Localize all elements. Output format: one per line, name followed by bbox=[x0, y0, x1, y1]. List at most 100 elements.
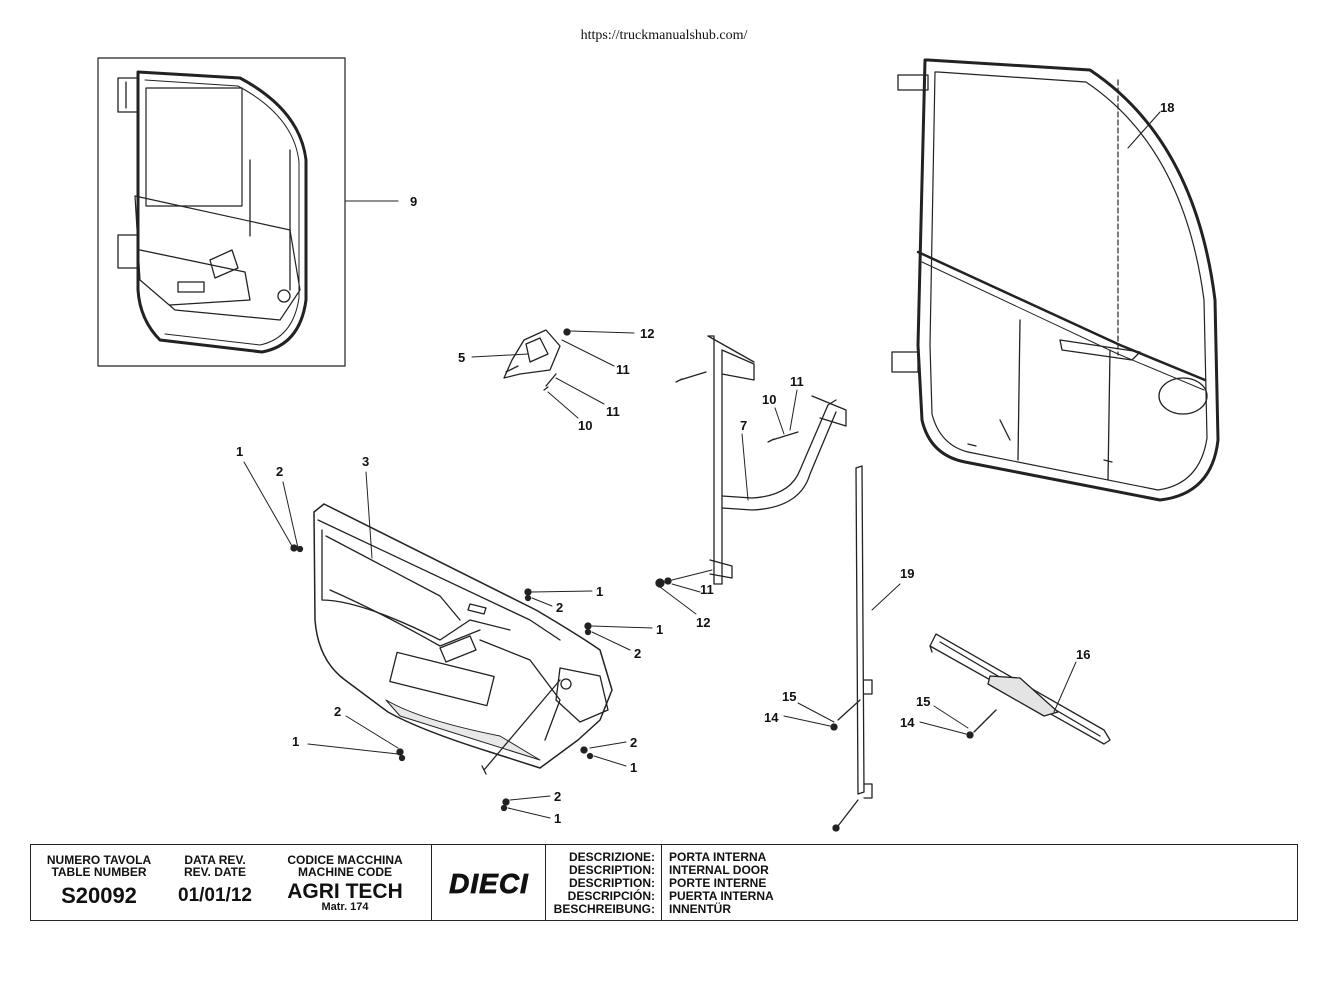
description-label-es: DESCRIPCIÓN: bbox=[567, 889, 655, 903]
callout-2a: 2 bbox=[276, 464, 283, 479]
leader-5 bbox=[471, 353, 529, 358]
callout-11c: 11 bbox=[790, 374, 804, 389]
leader-11d-b bbox=[671, 583, 701, 593]
inset-frame bbox=[97, 57, 346, 367]
callout-5: 5 bbox=[458, 350, 465, 365]
door-frame-18 bbox=[891, 58, 1220, 502]
lower-rail-16 bbox=[929, 633, 1111, 745]
leader-11b bbox=[555, 377, 605, 405]
leader-2a bbox=[282, 481, 299, 549]
callout-15a: 15 bbox=[782, 689, 796, 704]
leader-2c bbox=[591, 631, 631, 651]
callout-1d: 1 bbox=[292, 734, 299, 749]
callout-15b: 15 bbox=[916, 694, 930, 709]
leader-10a bbox=[547, 391, 579, 419]
description-label-en: DESCRIPTION: bbox=[568, 863, 655, 877]
assembled-door-illustration bbox=[117, 70, 308, 354]
callout-12b: 12 bbox=[696, 615, 710, 630]
inner-door-panel-3 bbox=[313, 503, 613, 769]
description-label-de: BESCHREIBUNG: bbox=[553, 902, 655, 916]
callout-10a: 10 bbox=[578, 418, 592, 433]
leader-12a bbox=[569, 330, 635, 334]
bracket-5 bbox=[503, 328, 571, 391]
leader-11c bbox=[789, 389, 798, 431]
rev-date-label-it: DATA REV. bbox=[184, 853, 246, 867]
callout-16: 16 bbox=[1076, 647, 1090, 662]
matr-number: Matr. 174 bbox=[321, 901, 369, 913]
callout-1f: 1 bbox=[554, 811, 561, 826]
leader-1c bbox=[591, 625, 653, 629]
leader-11d bbox=[671, 569, 713, 581]
description-value-es: PUERTA INTERNA bbox=[669, 889, 774, 903]
leader-7 bbox=[741, 433, 749, 501]
callout-14b: 14 bbox=[900, 715, 915, 730]
callout-1a: 1 bbox=[236, 444, 243, 459]
source-url: https://truckmanualshub.com/ bbox=[580, 28, 748, 43]
callout-11b: 11 bbox=[606, 404, 620, 419]
description-values: PORTA INTERNA INTERNAL DOOR PORTE INTERN… bbox=[669, 851, 969, 916]
table-number-cell: NUMERO TAVOLA TABLE NUMBER S20092 bbox=[31, 845, 167, 920]
leader-1f bbox=[507, 807, 551, 819]
leader-3 bbox=[365, 471, 373, 559]
description-value-it: PORTA INTERNA bbox=[669, 850, 767, 864]
rev-date-cell: DATA REV. REV. DATE 01/01/12 bbox=[167, 845, 263, 920]
leader-10b bbox=[774, 407, 785, 435]
leader-19 bbox=[871, 583, 901, 611]
callout-18: 18 bbox=[1160, 100, 1174, 115]
leader-2b bbox=[531, 597, 553, 607]
description-value-en: INTERNAL DOOR bbox=[669, 863, 769, 877]
callout-14a: 14 bbox=[764, 710, 779, 725]
leader-12b bbox=[659, 586, 697, 615]
description-label-fr: DESCRIPTION: bbox=[568, 876, 655, 890]
callout-9: 9 bbox=[410, 194, 417, 209]
leader-1e bbox=[593, 755, 627, 767]
callout-3: 3 bbox=[362, 454, 369, 469]
title-divider-2 bbox=[545, 845, 546, 920]
machine-code-cell: CODICE MACCHINA MACHINE CODE AGRI TECH M… bbox=[263, 845, 427, 920]
callout-11a: 11 bbox=[616, 362, 630, 377]
rev-date-label-en: REV. DATE bbox=[183, 865, 246, 879]
title-divider-1 bbox=[431, 845, 432, 920]
description-labels: DESCRIZIONE: DESCRIPTION: DESCRIPTION: D… bbox=[547, 851, 655, 916]
exploded-parts-diagram: 9 18 12 5 11 11 10 10 11 7 1 2 3 1 2 1 2… bbox=[97, 57, 1220, 832]
callout-2f: 2 bbox=[554, 789, 561, 804]
leader-15b bbox=[933, 705, 969, 729]
table-number-label-it: NUMERO TAVOLA bbox=[46, 853, 152, 867]
callout-2c: 2 bbox=[634, 646, 641, 661]
leader-11a bbox=[561, 339, 615, 367]
callout-1c: 1 bbox=[656, 622, 663, 637]
callout-1b: 1 bbox=[596, 584, 603, 599]
leader-1b bbox=[531, 590, 593, 593]
callout-11d: 11 bbox=[700, 582, 714, 597]
callout-12a: 12 bbox=[640, 326, 654, 341]
leader-1a bbox=[243, 461, 293, 547]
rev-date: 01/01/12 bbox=[178, 885, 252, 906]
description-value-fr: PORTE INTERNE bbox=[669, 876, 767, 890]
leader-14a bbox=[783, 715, 831, 727]
table-number-label-en: TABLE NUMBER bbox=[51, 865, 147, 879]
machine-code-label-en: MACHINE CODE bbox=[297, 865, 392, 879]
callout-19: 19 bbox=[900, 566, 914, 581]
dieci-logo: DIECI bbox=[449, 868, 529, 899]
rail-19 bbox=[830, 465, 873, 832]
callout-2e: 2 bbox=[630, 735, 637, 750]
callout-7: 7 bbox=[740, 418, 747, 433]
description-label-it: DESCRIZIONE: bbox=[568, 850, 655, 864]
leader-2e bbox=[589, 741, 627, 749]
title-divider-3 bbox=[661, 845, 662, 920]
title-block: NUMERO TAVOLA TABLE NUMBER S20092 DATA R… bbox=[30, 844, 1298, 921]
leader-18 bbox=[1127, 111, 1161, 149]
description-value-de: INNENTÜR bbox=[669, 902, 731, 916]
callout-10b: 10 bbox=[762, 392, 776, 407]
dieci-logo-text: DIECI bbox=[449, 868, 529, 899]
machine-code-label-it: CODICE MACCHINA bbox=[287, 853, 403, 867]
callout-2b: 2 bbox=[556, 600, 563, 615]
table-number: S20092 bbox=[61, 883, 137, 908]
leader-2f bbox=[509, 795, 551, 801]
machine-code: AGRI TECH bbox=[287, 880, 403, 903]
leader-16 bbox=[1053, 661, 1077, 713]
callout-1e: 1 bbox=[630, 760, 637, 775]
leader-14b bbox=[919, 721, 967, 735]
leader-1d bbox=[307, 743, 399, 755]
leader-15a bbox=[797, 702, 835, 723]
